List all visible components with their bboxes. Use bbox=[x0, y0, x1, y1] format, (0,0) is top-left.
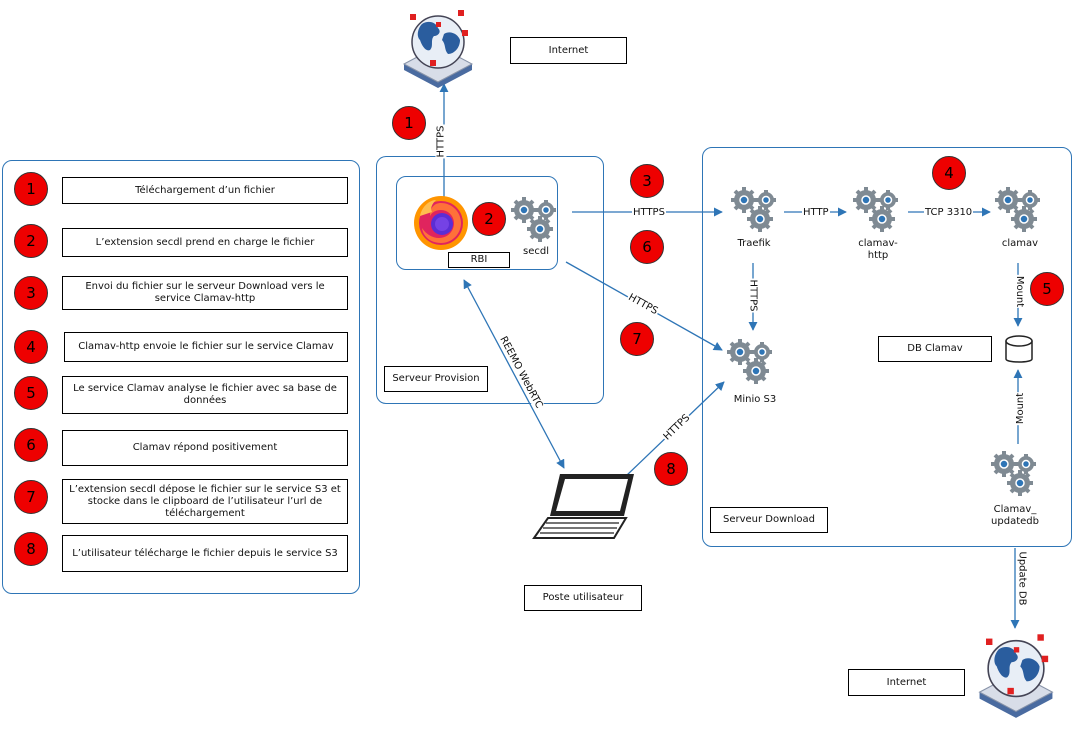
edge-label-update-db: Update DB bbox=[1016, 550, 1028, 607]
step-badge: 2 bbox=[472, 202, 506, 236]
legend-step-text: Téléchargement d’un fichier bbox=[62, 177, 348, 204]
edge-label-mount-updatedb-db: Mount bbox=[1015, 391, 1027, 426]
edge-label-mount-clamav-db: Mount bbox=[1014, 274, 1026, 309]
gear-icon bbox=[727, 339, 772, 384]
edge-reemo-webrtc bbox=[463, 279, 565, 469]
gear-icon bbox=[511, 197, 556, 242]
minio-s3-label: Minio S3 bbox=[733, 394, 777, 405]
edge-label-https-secdl-traefik: HTTPS bbox=[632, 207, 666, 218]
edge-label-https-traefik-minio: HTTPS bbox=[747, 278, 759, 313]
legend-step-text: Clamav-http envoie le fichier sur le ser… bbox=[64, 332, 348, 362]
legend-step-badge: 5 bbox=[14, 376, 48, 410]
gear-icon bbox=[731, 187, 776, 232]
legend-step-text: L’extension secdl dépose le fichier sur … bbox=[62, 479, 348, 524]
legend-step-badge: 8 bbox=[14, 532, 48, 566]
internet-top-label: Internet bbox=[510, 37, 627, 64]
legend-step-badge: 7 bbox=[14, 480, 48, 514]
clamav-label: clamav bbox=[1001, 238, 1039, 249]
legend-step-badge: 3 bbox=[14, 276, 48, 310]
step-badge: 5 bbox=[1030, 272, 1064, 306]
secdl-label: secdl bbox=[523, 246, 549, 257]
edge-label-tcp-clamavhttp-clamav: TCP 3310 bbox=[924, 207, 974, 218]
legend-step-text: Le service Clamav analyse le fichier ave… bbox=[62, 376, 348, 414]
clamav-updatedb-label: Clamav_ updatedb bbox=[991, 504, 1039, 527]
internet-bottom-label: Internet bbox=[848, 669, 965, 696]
legend-step-badge: 4 bbox=[14, 330, 48, 364]
step-badge: 7 bbox=[620, 322, 654, 356]
laptop-icon bbox=[532, 474, 634, 539]
gear-icon bbox=[995, 187, 1040, 232]
globe-icon bbox=[402, 10, 474, 88]
poste-utilisateur-label: Poste utilisateur bbox=[524, 585, 642, 611]
legend-step-text: Clamav répond positivement bbox=[62, 430, 348, 466]
legend-step-badge: 2 bbox=[14, 224, 48, 258]
legend-step-text: L’utilisateur télécharge le fichier depu… bbox=[62, 535, 348, 572]
database-icon bbox=[1005, 335, 1033, 363]
rbi-label: RBI bbox=[448, 252, 510, 268]
gear-icon bbox=[991, 451, 1036, 496]
serveur-provision-label: Serveur Provision bbox=[384, 366, 488, 392]
step-badge: 1 bbox=[392, 106, 426, 140]
db-clamav-label: DB Clamav bbox=[878, 336, 992, 362]
globe-icon bbox=[978, 634, 1054, 718]
step-badge: 3 bbox=[630, 164, 664, 198]
step-badge: 4 bbox=[932, 156, 966, 190]
legend-step-badge: 1 bbox=[14, 172, 48, 206]
rbi-container bbox=[396, 176, 558, 270]
step-badge: 6 bbox=[630, 230, 664, 264]
legend-step-text: Envoi du fichier sur le serveur Download… bbox=[62, 276, 348, 310]
edge-label-http-traefik-clamavhttp: HTTP bbox=[802, 207, 830, 218]
firefox-icon bbox=[414, 196, 468, 250]
clamav-http-label: clamav- http bbox=[858, 238, 898, 261]
gear-icon bbox=[853, 187, 898, 232]
legend-step-badge: 6 bbox=[14, 428, 48, 462]
step-badge: 8 bbox=[654, 452, 688, 486]
legend-step-text: L’extension secdl prend en charge le fic… bbox=[62, 228, 348, 257]
edge-label-https-internet: HTTPS bbox=[435, 124, 447, 159]
serveur-download-label: Serveur Download bbox=[710, 507, 828, 533]
traefik-label: Traefik bbox=[737, 238, 771, 249]
legend-panel bbox=[2, 160, 360, 594]
